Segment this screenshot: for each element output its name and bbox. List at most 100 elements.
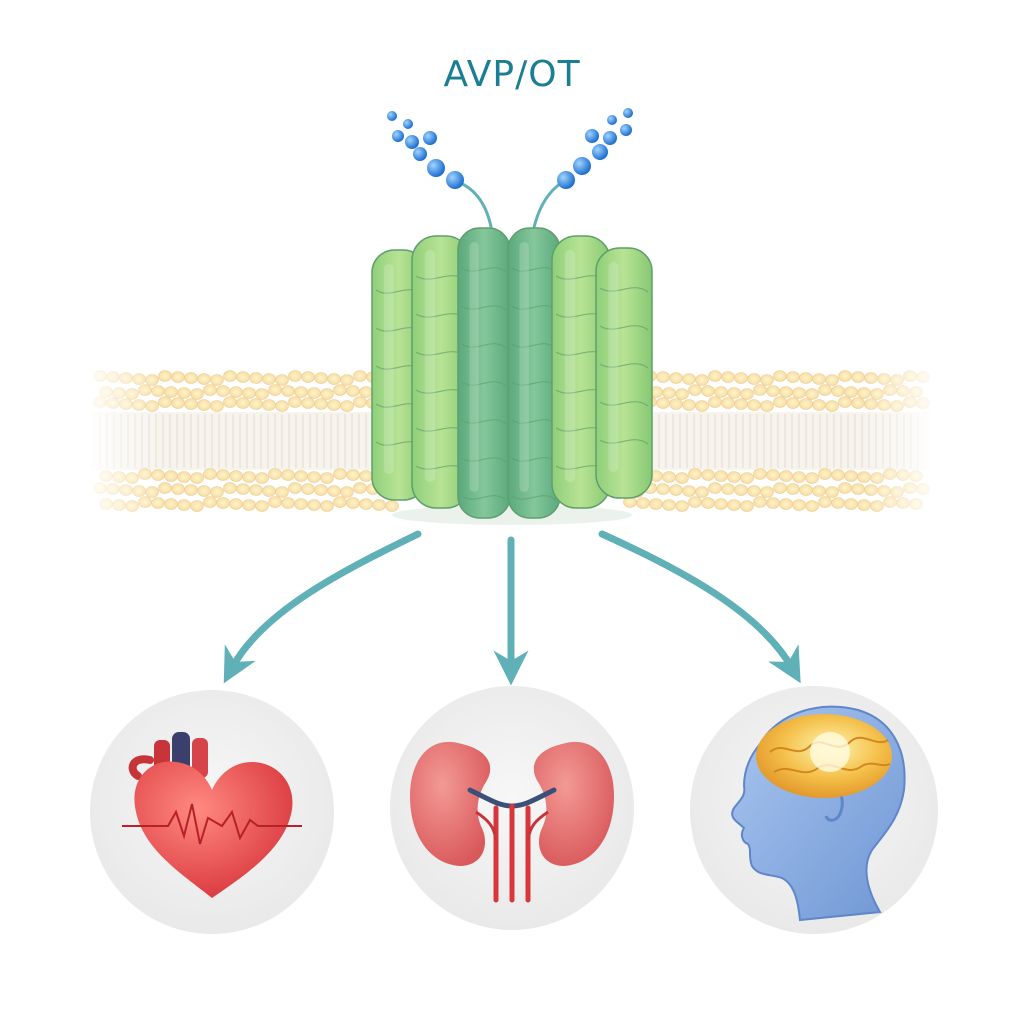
helix-turn — [599, 401, 649, 407]
lipid-head — [773, 396, 787, 408]
lipid-head — [786, 397, 800, 409]
lipid-head — [197, 399, 211, 411]
lipid-head — [786, 371, 800, 383]
ligand-bead — [607, 115, 617, 125]
helix — [457, 227, 511, 519]
lipid-head — [766, 385, 780, 397]
transmembrane-helices — [371, 227, 653, 519]
lipid-head — [229, 498, 243, 510]
lipid-head — [171, 483, 185, 495]
lipid-head — [171, 371, 185, 383]
lipid-head — [851, 483, 865, 495]
helix-turn — [461, 495, 507, 501]
lipid-head — [669, 484, 683, 496]
lipid-head — [740, 388, 754, 400]
lipid-head — [792, 499, 806, 511]
helix-turn — [599, 363, 649, 369]
lipid-head — [792, 471, 806, 483]
arrow-to-heart — [223, 530, 422, 684]
lipid-head — [740, 472, 754, 484]
lipid-head — [177, 471, 191, 483]
lipid-head — [320, 388, 334, 400]
ligand-bead — [557, 171, 575, 189]
lipid-head — [203, 496, 217, 508]
lipid-head — [340, 374, 354, 386]
ligand-bead — [592, 144, 608, 160]
lipid-head — [288, 370, 302, 382]
lipid-head — [353, 482, 367, 494]
lipid-head — [164, 470, 178, 482]
lipid-head — [831, 497, 845, 509]
lipid-head — [262, 485, 276, 497]
ligand-bead — [427, 159, 445, 177]
lipid-head — [805, 500, 819, 512]
lipid-head — [249, 372, 263, 384]
lipid-head — [171, 397, 185, 409]
lipid-head — [184, 372, 198, 384]
lipid-head — [844, 386, 858, 398]
ligand-bead — [387, 111, 397, 121]
lipid-head — [708, 482, 722, 494]
lipid-head — [255, 388, 269, 400]
brain-glow — [810, 732, 850, 772]
ligand-bead — [403, 119, 413, 129]
lipid-head — [753, 384, 767, 396]
lipid-head — [656, 371, 670, 383]
lipid-head — [818, 468, 832, 480]
lipid-head — [223, 396, 237, 408]
lipid-head — [236, 483, 250, 495]
target-kidney — [390, 686, 634, 930]
lipid-head — [190, 472, 204, 484]
receptor-protein — [371, 227, 653, 525]
ligand-left — [387, 111, 494, 233]
lipid-head — [656, 483, 670, 495]
lipid-head — [838, 396, 852, 408]
lipid-head — [288, 396, 302, 408]
lipid-head — [275, 400, 289, 412]
lipid-head — [210, 374, 224, 386]
helix-turn — [461, 381, 507, 387]
lipid-head — [203, 468, 217, 480]
lipid-head — [844, 470, 858, 482]
lipid-head — [656, 397, 670, 409]
heart-icon — [122, 732, 302, 898]
lipid-head — [177, 387, 191, 399]
lipid-head — [753, 468, 767, 480]
lipid-head — [164, 498, 178, 510]
helix-highlight — [469, 242, 479, 492]
lipid-head — [242, 387, 256, 399]
lipid-head — [831, 469, 845, 481]
lipid-head — [734, 372, 748, 384]
lipid-head — [786, 483, 800, 495]
lipid-head — [203, 384, 217, 396]
lipid-head — [779, 386, 793, 398]
lipid-head — [320, 500, 334, 512]
lipid-head — [675, 500, 689, 512]
lipid-head — [760, 374, 774, 386]
lipid-head — [177, 499, 191, 511]
lipid-head — [275, 374, 289, 386]
lipid-head — [385, 500, 399, 512]
lipid-head — [359, 470, 373, 482]
lipid-head — [340, 486, 354, 498]
ligand-left-tether — [457, 180, 494, 233]
ligand-right — [531, 108, 633, 233]
lipid-head — [662, 471, 676, 483]
lipid-head — [695, 486, 709, 498]
lipid-head — [851, 371, 865, 383]
lipid-head — [838, 482, 852, 494]
lipid-head — [701, 497, 715, 509]
ligand-bead — [623, 108, 633, 118]
lipid-head — [636, 497, 650, 509]
brain-head-icon — [731, 705, 906, 922]
lipid-head — [747, 399, 761, 411]
lipid-head — [216, 385, 230, 397]
lipid-head — [158, 396, 172, 408]
ligand-bead — [423, 131, 437, 145]
lipid-head — [779, 470, 793, 482]
lipid-head — [197, 485, 211, 497]
lipid-head — [760, 486, 774, 498]
lipid-head — [727, 499, 741, 511]
lipid-head — [301, 483, 315, 495]
lipid-head — [734, 484, 748, 496]
